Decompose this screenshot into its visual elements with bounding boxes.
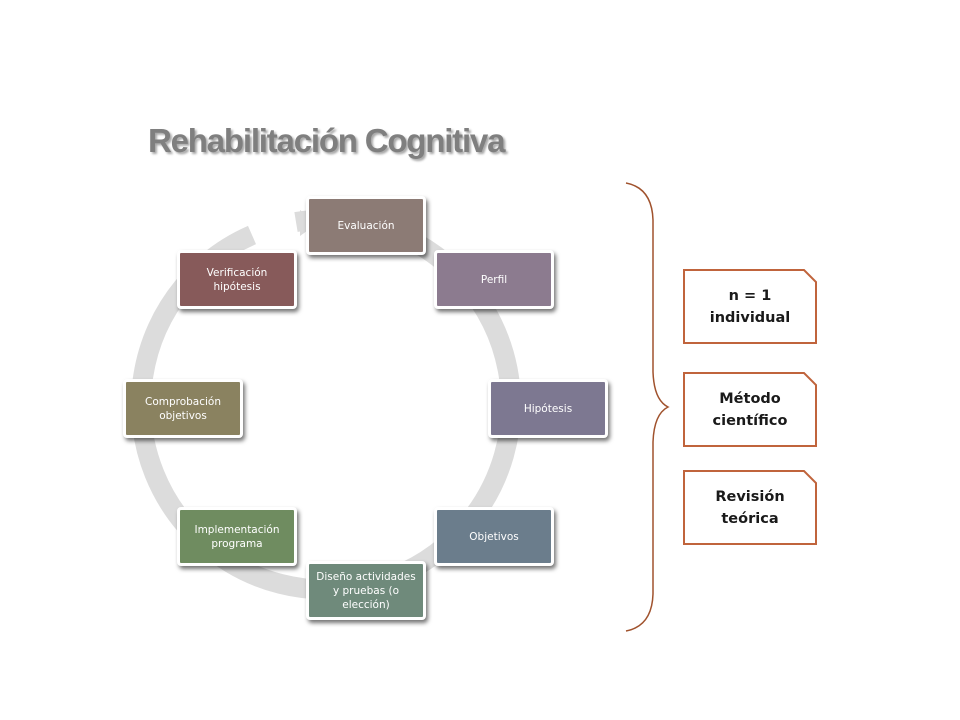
node-objetivos: Objetivos [434,507,554,566]
node-implementacion-label: Implementación programa [194,523,280,550]
node-diseno-label: Diseño actividades y pruebas (o elección… [316,570,416,611]
note-n-individual-label: n = 1 individual [709,287,791,326]
note-revision-teorica: Revisión teórica [683,470,817,545]
node-diseno: Diseño actividades y pruebas (o elección… [306,561,426,620]
node-implementacion: Implementación programa [177,507,297,566]
node-verificacion-label: Verificación hipótesis [206,266,268,293]
node-comprobacion: Comprobación objetivos [123,379,243,438]
slide-title: Rehabilitación Cognitiva [148,122,505,159]
node-objetivos-label: Objetivos [469,530,519,543]
note-revision-teorica-label: Revisión teórica [715,488,785,527]
note-n-individual: n = 1 individual [683,269,817,344]
node-hipotesis-label: Hipótesis [523,402,573,415]
node-verificacion: Verificación hipótesis [177,250,297,309]
note-shape [683,372,817,447]
note-metodo-cientifico-label: Método científico [712,390,788,429]
node-perfil-label: Perfil [480,273,508,286]
node-comprobacion-label: Comprobación objetivos [144,395,222,422]
note-shape [683,470,817,545]
note-shape [683,269,817,344]
node-hipotesis: Hipótesis [488,379,608,438]
note-metodo-cientifico: Método científico [683,372,817,447]
node-evaluacion-label: Evaluación [337,219,395,232]
node-perfil: Perfil [434,250,554,309]
node-evaluacion: Evaluación [306,196,426,255]
